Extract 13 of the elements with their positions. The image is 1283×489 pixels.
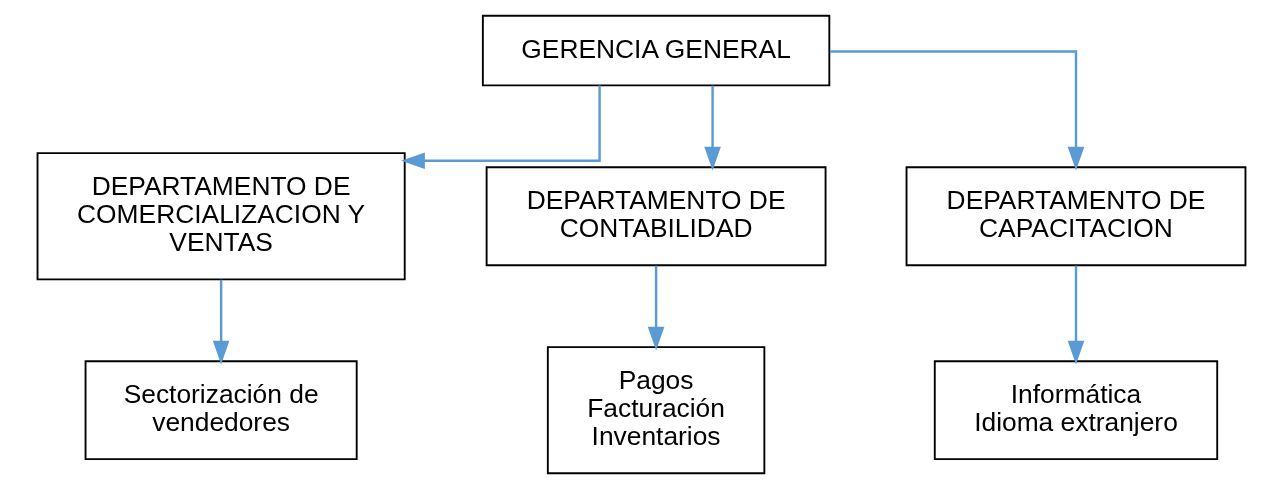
arrow bbox=[1067, 265, 1085, 365]
node-box: Informática Idioma extranjero bbox=[933, 360, 1219, 461]
node-box: Sectorización de vendedores bbox=[84, 360, 358, 461]
arrow bbox=[704, 85, 721, 171]
arrow bbox=[829, 50, 1085, 171]
arrow bbox=[401, 85, 601, 170]
arrow bbox=[647, 265, 665, 351]
node-box: DEPARTAMENTO DE COMERCIALIZACION Y VENTAS bbox=[36, 152, 406, 281]
node-box: DEPARTAMENTO DE CONTABILIDAD bbox=[485, 166, 827, 267]
node-box: DEPARTAMENTO DE CAPACITACION bbox=[905, 166, 1247, 267]
arrow bbox=[212, 279, 230, 365]
node-box: GERENCIA GENERAL bbox=[481, 14, 831, 87]
node-box: Pagos Facturación Inventarios bbox=[546, 346, 766, 475]
